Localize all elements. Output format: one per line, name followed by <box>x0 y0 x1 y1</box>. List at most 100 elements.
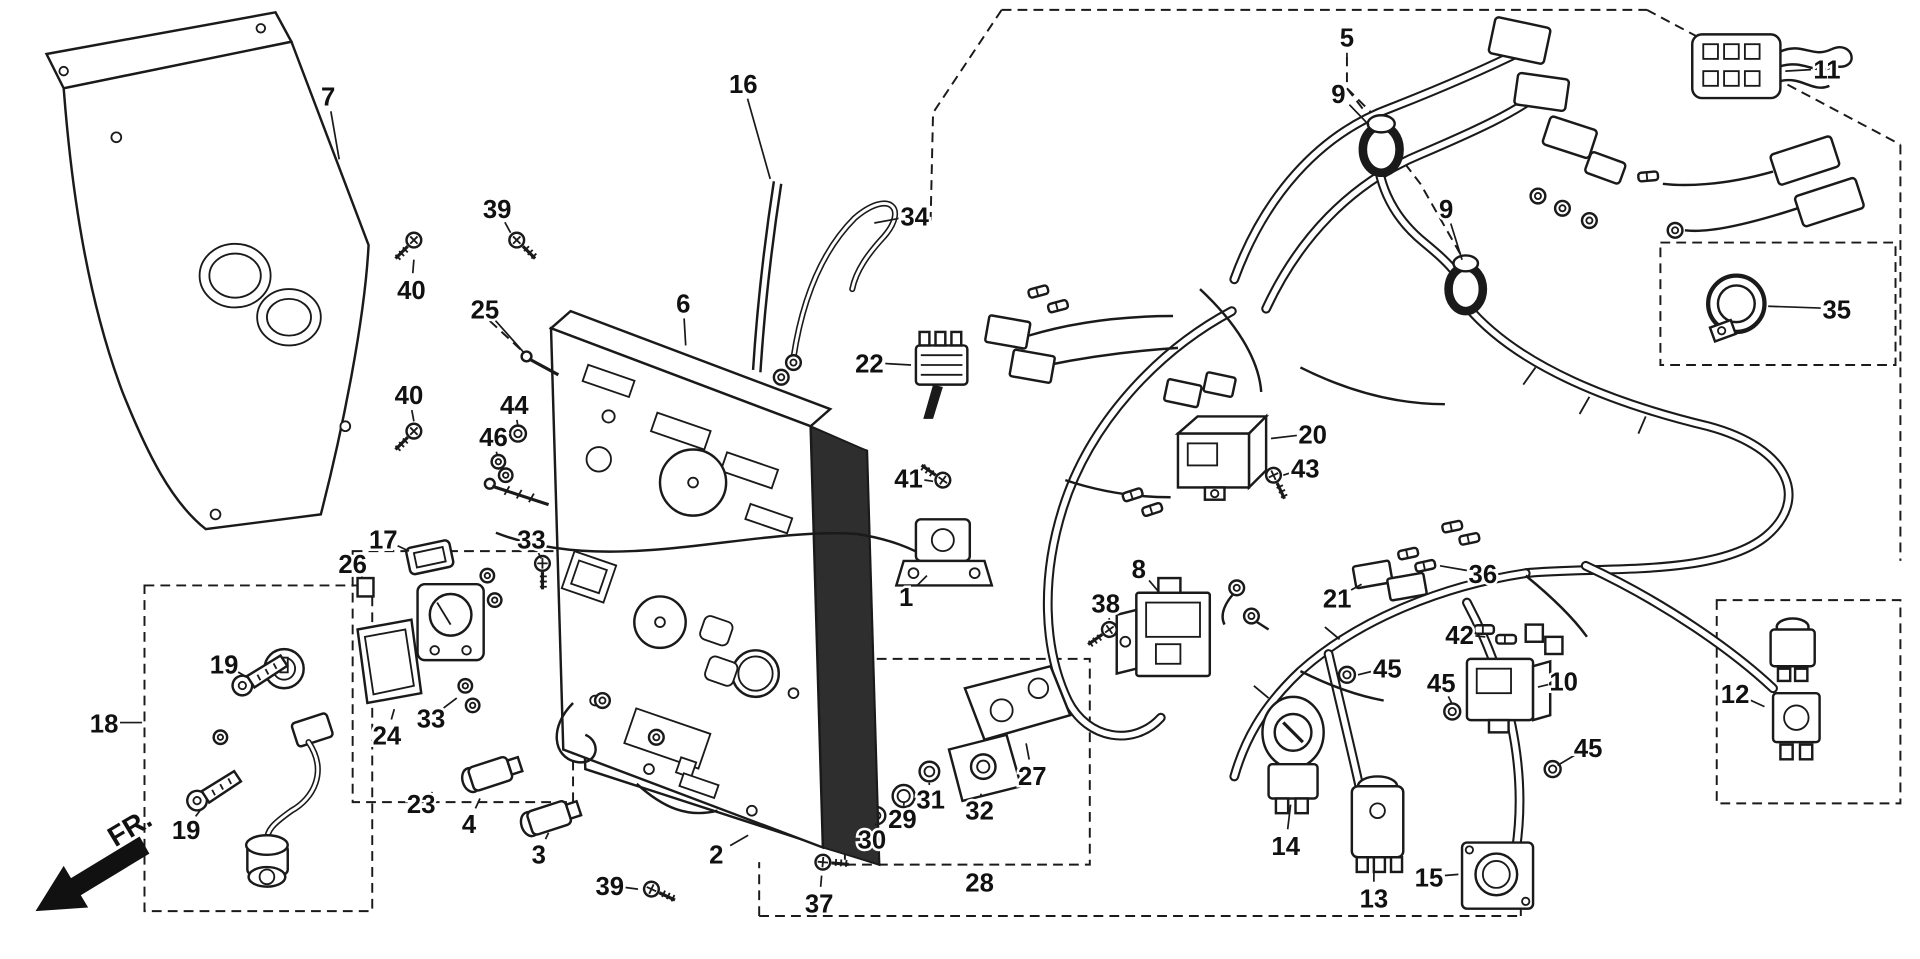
part-number-10: 10 <box>1549 669 1578 697</box>
callout-leader <box>1148 579 1161 594</box>
part-number-45: 45 <box>1373 655 1402 683</box>
callout-leader <box>1447 695 1454 705</box>
mount-parts-28 <box>866 733 1023 826</box>
wiring-harness <box>1042 41 1794 855</box>
part-number-29: 29 <box>888 806 917 834</box>
callout-leader <box>1270 434 1297 440</box>
switches-12 <box>1769 617 1821 761</box>
callout-leader <box>504 221 512 234</box>
callout-leader <box>1449 223 1463 260</box>
callout-leader <box>1537 683 1549 688</box>
connectors-21 <box>1351 559 1428 602</box>
part-number-39: 39 <box>483 196 512 224</box>
part-number-21: 21 <box>1323 585 1352 613</box>
bullet-terminals <box>1026 170 1660 656</box>
part-number-16: 16 <box>729 71 758 99</box>
ground-cable-34 <box>772 200 898 386</box>
callout-leader <box>516 419 519 427</box>
part-number-33: 33 <box>417 705 446 733</box>
clamp-35 <box>1706 273 1767 343</box>
toggle-switch-22 <box>914 314 1056 419</box>
part-number-33: 33 <box>517 527 546 555</box>
key-switch-group <box>186 647 334 888</box>
relay-8 <box>1115 576 1212 678</box>
callout-leader <box>1475 635 1486 638</box>
part-number-32: 32 <box>965 797 994 825</box>
callout-layer: 1234567899101112131415161718191920212223… <box>87 22 1853 921</box>
part-number-45: 45 <box>1574 735 1603 763</box>
top-connectors <box>1487 16 1627 185</box>
part-number-14: 14 <box>1271 833 1300 861</box>
callout-leader <box>430 791 434 795</box>
part-number-9: 9 <box>1331 81 1345 109</box>
part-number-15: 15 <box>1415 865 1444 893</box>
callout-leader <box>494 319 525 354</box>
callout-leader <box>443 697 458 709</box>
part-number-40: 40 <box>395 382 424 410</box>
control-panel-group <box>548 309 881 867</box>
callout-leader <box>885 362 912 366</box>
part-number-19: 19 <box>210 652 239 680</box>
callout-leader <box>411 259 415 274</box>
part-number-46: 46 <box>479 424 508 452</box>
breaker-15 <box>1460 841 1535 910</box>
callout-leader <box>683 318 687 346</box>
part-number-24: 24 <box>373 723 402 751</box>
callout-leader <box>1348 104 1370 126</box>
part-number-4: 4 <box>462 811 477 839</box>
part-number-30: 30 <box>858 827 887 855</box>
part-number-38: 38 <box>1091 590 1120 618</box>
part-number-23: 23 <box>407 791 436 819</box>
part-number-28: 28 <box>965 870 994 898</box>
part-number-42: 42 <box>1445 622 1474 650</box>
callout-leader <box>874 217 900 224</box>
part-number-25: 25 <box>471 296 500 324</box>
meter-group <box>356 539 503 714</box>
loose-wires <box>1028 170 1798 702</box>
callout-leader <box>1749 699 1765 708</box>
part-number-36: 36 <box>1469 561 1498 589</box>
callout-leader <box>360 576 364 579</box>
callout-leader <box>1350 583 1363 591</box>
part-number-22: 22 <box>855 350 884 378</box>
callout-leader <box>1785 68 1812 72</box>
callout-leader <box>474 798 481 809</box>
callout-leader <box>1557 754 1576 767</box>
callout-leader <box>330 111 341 160</box>
part-number-45: 45 <box>1427 670 1456 698</box>
part-number-5: 5 <box>1340 25 1354 53</box>
grommets-9 <box>1358 113 1488 316</box>
bracket-27 <box>963 664 1072 742</box>
part-number-6: 6 <box>676 290 690 318</box>
relay-20 <box>1163 371 1270 501</box>
part-number-35: 35 <box>1822 296 1851 324</box>
callout-leader <box>1444 873 1459 877</box>
part-number-1: 1 <box>899 584 913 612</box>
callout-leader <box>1286 804 1292 830</box>
callout-leader <box>819 875 823 887</box>
callout-leader <box>1282 472 1291 477</box>
part-number-37: 37 <box>805 890 834 918</box>
callout-leader <box>1357 670 1373 676</box>
bracket-cover-7 <box>44 10 370 531</box>
part-number-27: 27 <box>1018 763 1047 791</box>
callout-leader <box>625 886 639 890</box>
part-number-2: 2 <box>709 841 723 869</box>
callout-leader <box>729 834 749 847</box>
callout-leader <box>924 479 934 483</box>
callout-leader <box>397 544 410 552</box>
part-number-8: 8 <box>1132 556 1146 584</box>
part-number-26: 26 <box>338 551 367 579</box>
part-number-9: 9 <box>1439 196 1453 224</box>
small-switch-4 <box>460 755 524 794</box>
part-number-44: 44 <box>500 392 529 420</box>
part-number-20: 20 <box>1298 421 1327 449</box>
callout-leader <box>1025 743 1031 760</box>
part-number-40: 40 <box>397 277 426 305</box>
engine-switch-14 <box>1261 695 1325 815</box>
callout-leader <box>495 451 498 456</box>
callout-leader <box>916 575 928 586</box>
part-number-41: 41 <box>894 465 923 493</box>
callout-leader <box>1768 305 1821 309</box>
